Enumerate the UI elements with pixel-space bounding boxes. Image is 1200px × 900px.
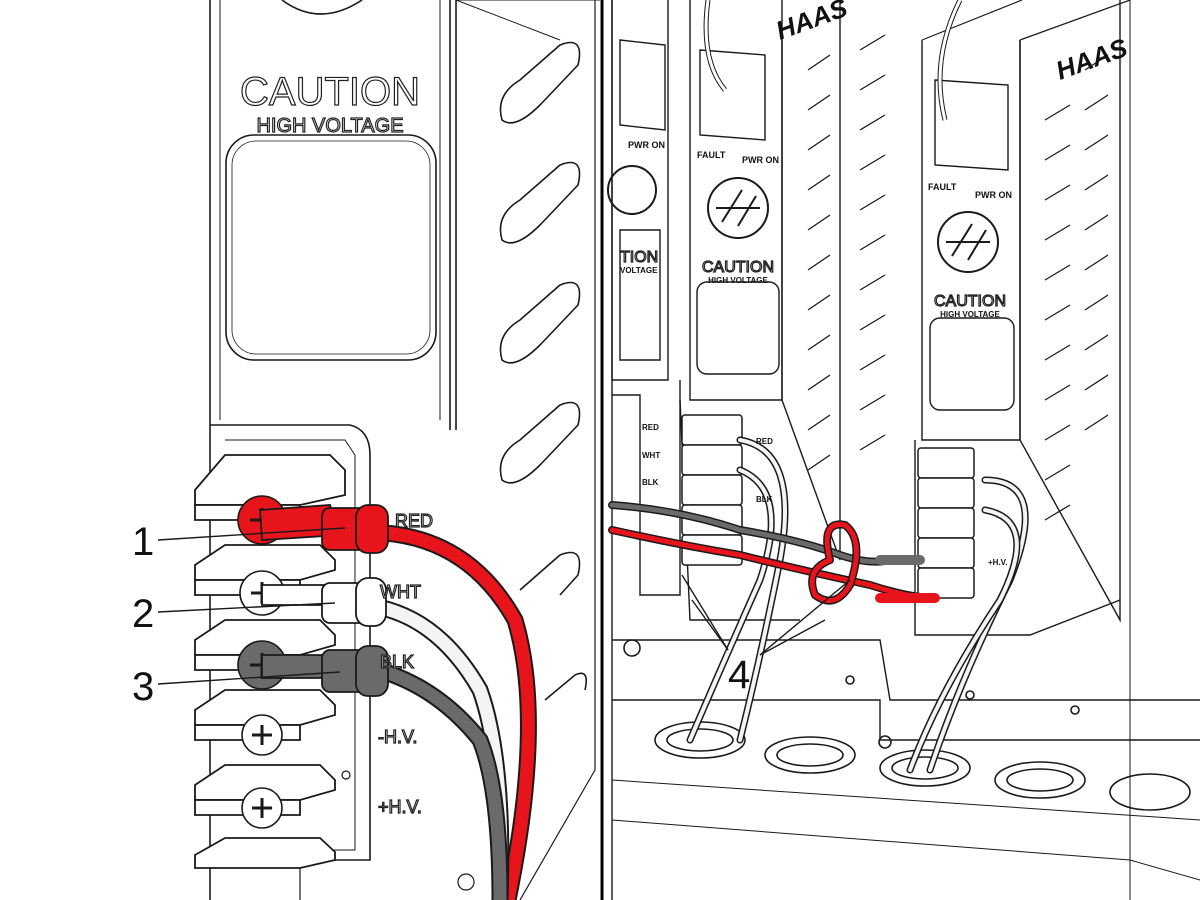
- floor-grommets: [623, 639, 1191, 811]
- callout-2: 2: [132, 592, 154, 636]
- pwr-on-label-a: PWR ON: [628, 140, 665, 150]
- callout-3: 3: [132, 665, 154, 709]
- haas-emblem-b: [707, 177, 769, 239]
- left-detail-view: [209, 0, 600, 900]
- left-callouts: 1 2 3: [132, 520, 346, 709]
- left-labels: CAUTION HIGH VOLTAGE RED WHT BLK -H.V. +…: [239, 69, 433, 817]
- terminal-label-red: RED: [395, 511, 433, 531]
- right-wires: [608, 436, 1029, 774]
- term-b-red: RED: [756, 437, 773, 446]
- haas-emblem-c: [937, 211, 999, 273]
- pwr-on-label-b: PWR ON: [742, 155, 779, 165]
- caution-title-c: CAUTION: [934, 293, 1006, 310]
- right-callout: 4: [681, 574, 851, 697]
- fault-label-c: FAULT: [928, 182, 957, 192]
- right-terminal-blocks: [681, 414, 975, 599]
- red-wire: [378, 526, 535, 900]
- right-overview: [607, 0, 1200, 900]
- pwr-on-label-c: PWR ON: [975, 190, 1012, 200]
- caution-subtitle-a: VOLTAGE: [620, 266, 658, 275]
- haas-emblem-a: [607, 165, 657, 215]
- caution-subtitle-b: HIGH VOLTAGE: [708, 276, 768, 285]
- fault-label-b: FAULT: [697, 150, 726, 160]
- vent-slots: [499, 41, 588, 701]
- terminal-label-minus-hv: -H.V.: [378, 727, 417, 747]
- term-c-plus-hv: +H.V.: [988, 558, 1008, 567]
- terminal-label-plus-hv: +H.V.: [378, 797, 422, 817]
- right-vent-slots-c: [1044, 54, 1109, 521]
- term-a-blk: BLK: [642, 478, 659, 487]
- terminal-label-blk: BLK: [380, 652, 414, 672]
- callout-4: 4: [728, 653, 750, 697]
- caution-subtitle-c: HIGH VOLTAGE: [940, 310, 1000, 319]
- left-ring-lugs: [259, 504, 389, 697]
- term-a-red: RED: [642, 423, 659, 432]
- term-a-wht: WHT: [642, 451, 660, 460]
- callout-1: 1: [132, 520, 154, 564]
- caution-title-a: TION: [620, 249, 658, 266]
- black-wire: [378, 665, 507, 900]
- caution-title-b: CAUTION: [702, 259, 774, 276]
- caution-subtitle-left: HIGH VOLTAGE: [256, 115, 403, 137]
- left-wires: [369, 524, 537, 900]
- caution-title-left: CAUTION: [240, 70, 420, 114]
- term-b-blk: BLK: [756, 495, 773, 504]
- terminal-label-wht: WHT: [380, 582, 421, 602]
- right-vent-slots-b: [807, 34, 886, 471]
